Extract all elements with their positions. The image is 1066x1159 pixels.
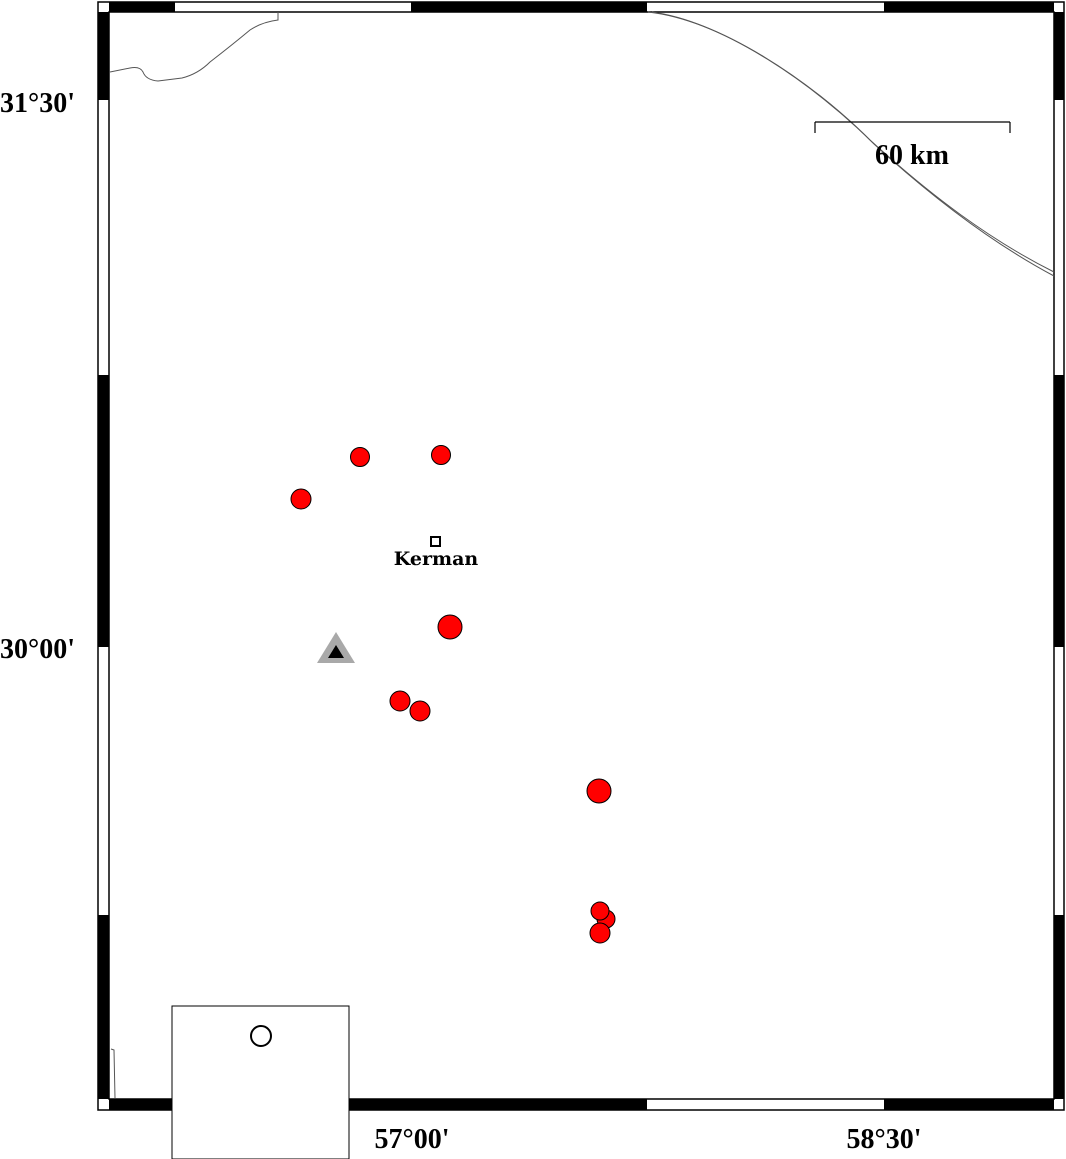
border-line-southwest xyxy=(110,1048,116,1099)
event-marker[interactable] xyxy=(389,690,411,712)
border-line-northeast-2 xyxy=(651,11,1055,277)
event-marker[interactable] xyxy=(350,447,370,467)
latitude-label-south: 30°00' xyxy=(0,634,75,665)
scale-bar: 60 km xyxy=(814,121,1011,171)
city-square-icon xyxy=(430,536,441,547)
coastline-lines xyxy=(109,11,1055,1099)
station-triangle-inner xyxy=(328,645,344,658)
scale-bar-label: 60 km xyxy=(875,140,949,171)
axis-labels: 31°30' 30°00' 57°00' 58°30' xyxy=(0,88,921,1155)
inset-circle-icon xyxy=(250,1025,272,1047)
city-kerman[interactable]: Kerman xyxy=(394,536,479,570)
event-marker[interactable] xyxy=(290,488,312,510)
station-marker[interactable] xyxy=(317,632,355,663)
border-line-northwest xyxy=(109,12,279,82)
map-frame xyxy=(97,1,1065,1111)
event-marker[interactable] xyxy=(590,901,610,921)
event-marker[interactable] xyxy=(437,614,463,640)
latitude-label-north: 31°30' xyxy=(0,88,75,119)
longitude-label-east: 58°30' xyxy=(847,1124,922,1155)
city-label: Kerman xyxy=(394,548,479,570)
event-marker[interactable] xyxy=(431,445,451,465)
event-marker[interactable] xyxy=(409,700,431,722)
event-marker[interactable] xyxy=(589,922,611,944)
event-marker[interactable] xyxy=(586,778,612,804)
inset-box xyxy=(171,1005,350,1159)
earthquake-events xyxy=(290,445,616,944)
longitude-label-west: 57°00' xyxy=(375,1124,450,1155)
